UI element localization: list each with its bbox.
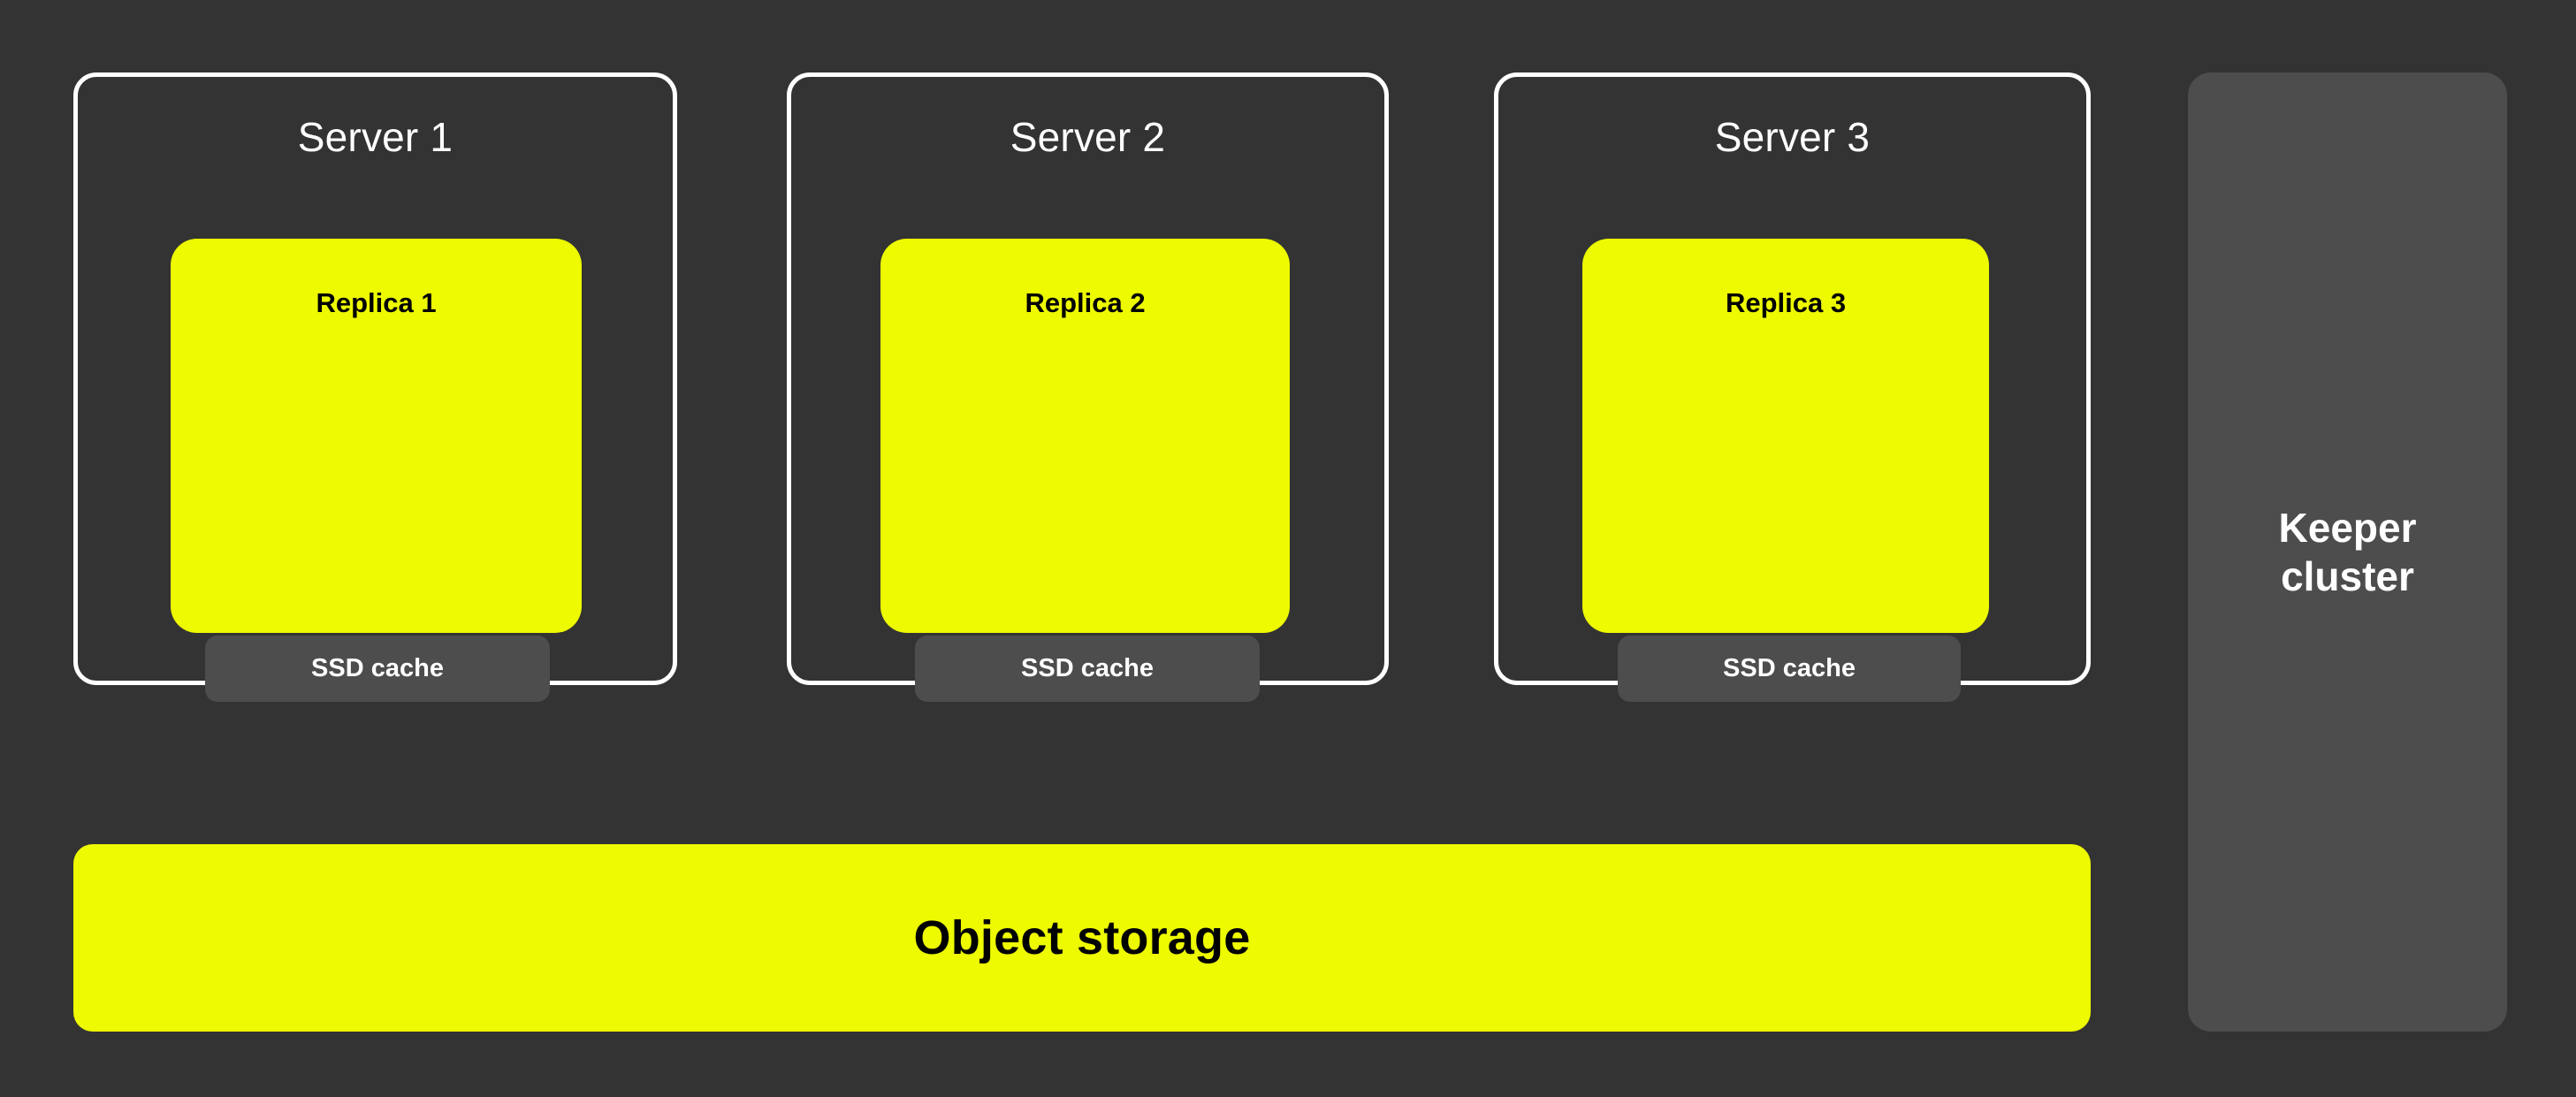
server-title-3: Server 3 xyxy=(1714,114,1871,160)
keeper-cluster-label: Keeper cluster xyxy=(2278,505,2417,599)
ssd-cache-1: SSD cache xyxy=(205,636,550,702)
server-title-1: Server 1 xyxy=(297,114,453,160)
replica-label-2: Replica 2 xyxy=(1025,287,1146,318)
ssd-cache-3: SSD cache xyxy=(1618,636,1961,702)
replica-box-3: Replica 3 xyxy=(1582,239,1989,633)
ssd-cache-2: SSD cache xyxy=(915,636,1260,702)
replica-label-3: Replica 3 xyxy=(1725,287,1847,318)
replica-label-1: Replica 1 xyxy=(316,287,437,318)
server-title-2: Server 2 xyxy=(1010,114,1166,160)
object-storage-label: Object storage xyxy=(913,911,1251,964)
replica-box-2: Replica 2 xyxy=(880,239,1290,633)
replica-box-1: Replica 1 xyxy=(171,239,582,633)
object-storage-block: Object storage xyxy=(73,844,2091,1032)
keeper-cluster-panel: Keeper cluster xyxy=(2188,72,2507,1032)
